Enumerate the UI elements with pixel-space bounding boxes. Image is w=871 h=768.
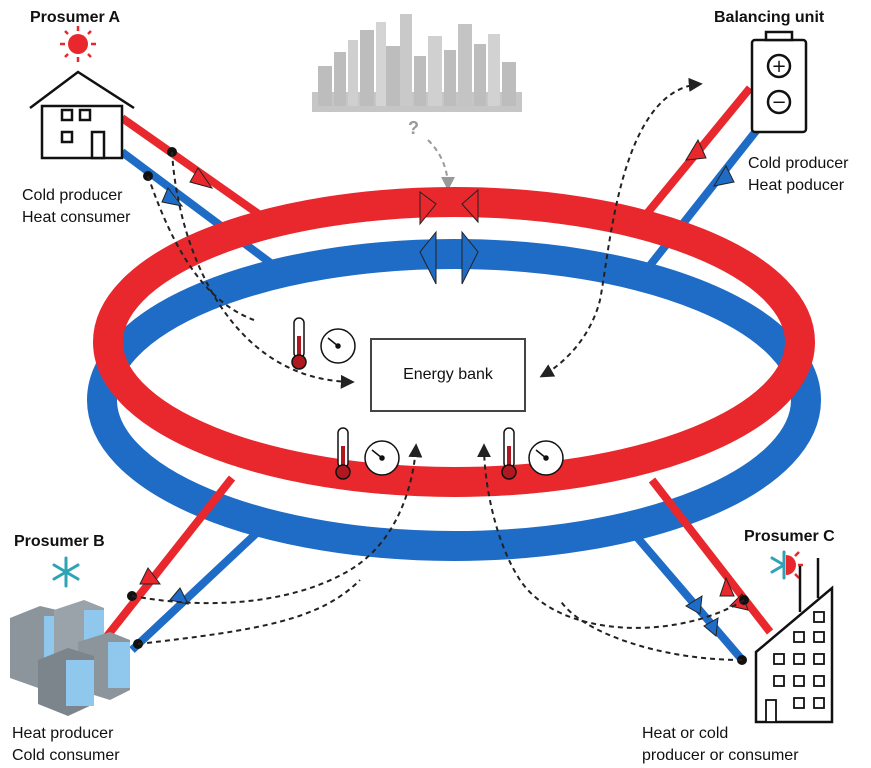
pressure-gauge-icon <box>364 440 400 476</box>
prosumer-c-title: Prosumer C <box>744 528 835 545</box>
pressure-gauge-icon <box>320 328 356 364</box>
prosumer-b-role-line1: Heat producer <box>12 725 114 742</box>
battery-minus: − <box>771 92 786 113</box>
flow-arrow-icons <box>139 138 749 637</box>
prosumer-b-role-line2: Cold consumer <box>12 747 120 764</box>
snow-sun-icon <box>770 550 803 580</box>
battery-plus: + <box>771 56 786 77</box>
sun-icon <box>60 26 96 62</box>
balancing-unit-role-line1: Cold producer <box>748 155 849 172</box>
hot-ring <box>93 187 815 497</box>
server-rack-icon <box>10 600 130 716</box>
cold-ring <box>87 239 821 561</box>
thermometer-icon <box>291 317 307 370</box>
balancing-unit-role-line2: Heat poducer <box>748 177 845 194</box>
city-to-ring-arrow <box>427 139 455 191</box>
pressure-gauge-icon <box>528 440 564 476</box>
energy-bank-label: Energy bank <box>403 366 493 383</box>
prosumer-a-role-line1: Cold producer <box>22 187 123 204</box>
thermometer-icon <box>335 427 351 480</box>
prosumer-b-title: Prosumer B <box>14 533 105 550</box>
data-flow-arrows <box>131 77 745 661</box>
prosumer-c-role-line2: producer or consumer <box>642 747 799 764</box>
balancing-unit-title: Balancing unit <box>714 9 825 26</box>
prosumer-a-role-line2: Heat consumer <box>22 209 131 226</box>
city-skyline-icon <box>312 14 522 112</box>
building-icon <box>754 558 834 724</box>
prosumer-a-title: Prosumer A <box>30 9 121 26</box>
pipes-front <box>100 475 774 665</box>
ring-valve-icons <box>419 188 479 285</box>
battery-icon <box>750 30 808 134</box>
house-icon <box>29 70 135 160</box>
snowflake-icon <box>52 556 80 588</box>
energy-bank-box: Energy bank <box>370 338 526 412</box>
question-mark: ? <box>408 118 419 138</box>
prosumer-c-role-line1: Heat or cold <box>642 725 729 742</box>
thermometer-icon <box>501 427 517 480</box>
